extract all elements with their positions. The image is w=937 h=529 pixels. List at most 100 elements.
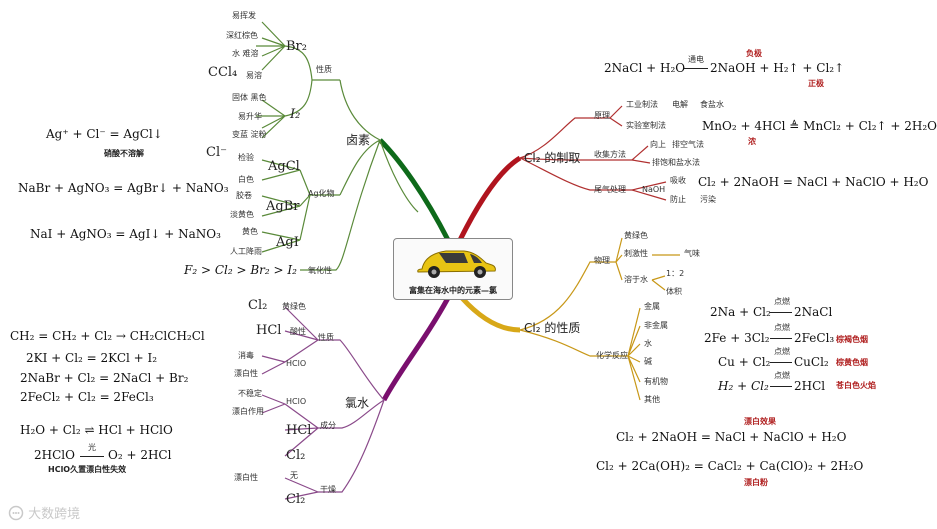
prep-tail-c: 污染 [700,195,716,204]
prop-physical[interactable]: 物理 [594,256,610,265]
water-xingzhi[interactable]: 性质 [318,333,334,342]
water-hclo-a-item-2: 漂白性 [234,369,258,378]
agcl-item-2: 白色 [238,175,254,184]
water-cl2-a[interactable]: Cl₂ [248,298,268,313]
eq-fecl2: 2FeCl₂ + Cl₂ = 2FeCl₃ [20,390,154,404]
water-cl2-c-item-1: 漂白性 [234,473,258,482]
prep-top-eq-left: 2NaCl + H₂O [604,61,686,75]
eq-hclo-left: 2HClO [34,448,75,462]
r3-right: CuCl₂ [794,355,829,369]
eq-agcl: Ag⁺ + Cl⁻ = AgCl↓ [46,127,163,141]
water-ganzao[interactable]: 干燥 [320,485,336,494]
water-hcl-b[interactable]: HCl [286,423,312,438]
prop-smell-label: 刺激性 [624,249,648,258]
halogen-xingzhi[interactable]: 性质 [316,65,332,74]
prop-color: 黄绿色 [624,231,648,240]
r3-cond: 点燃 [774,347,790,356]
oxidizing-order: F₂ > Cl₂ > Br₂ > I₂ [184,263,297,277]
branch-water [381,296,451,402]
prep-industrial-b: 食盐水 [700,100,724,109]
i2-node[interactable]: I₂ [290,107,301,122]
prep-tail-naoh: NaOH [642,185,666,194]
prop-chemical[interactable]: 化学反应 [596,351,628,360]
water-chengfen[interactable]: 成分 [320,421,336,430]
prep-top-eq-right: 2NaOH + H₂↑ + Cl₂↑ [710,61,845,75]
eq-agi: NaI + AgNO₃ = AgI↓ + NaNO₃ [30,227,221,241]
prep-collect-b: 排空气法 [672,140,704,149]
watermark: 大数跨境 [8,503,80,522]
eq-hclo-cond: 光 [88,443,96,452]
branch-prep [457,155,522,242]
i2-item-2: 易升华 [238,112,262,121]
prop-chem-item-2: 非金属 [644,321,668,330]
prep-industrial[interactable]: 工业制法 [626,100,658,109]
agi-node[interactable]: AgI [276,235,299,250]
chat-bubble-icon [8,505,24,521]
r2-cond: 点燃 [774,323,790,332]
agcl-item-1: 检验 [238,153,254,162]
water-cl2-c[interactable]: Cl₂ [286,492,306,507]
mind-map-connectors [256,21,680,500]
branch-prop [460,296,521,333]
center-node[interactable]: 富集在海水中的元素—氯 [393,238,513,300]
prep-collect-c: 排饱和盐水法 [652,158,700,167]
prop-chem-item-1: 金属 [644,302,660,311]
r4-cond: 点燃 [774,371,790,380]
prop-chem-item-4: 碱 [644,357,652,366]
branch-halogen [378,138,451,242]
prep-collect[interactable]: 收集方法 [594,150,626,159]
branch-label-prep[interactable]: Cl₂ 的制取 [524,151,581,165]
r1-cond: 点燃 [774,297,790,306]
prep-tail-eq: Cl₂ + 2NaOH = NaCl + NaClO + H₂O [698,175,929,189]
prop-smell: 气味 [684,249,700,258]
water-cl2-c-item-2: 无 [290,471,298,480]
r2-note: 棕褐色烟 [836,335,868,344]
prep-lab-note: 浓 [748,137,756,146]
eq-water: H₂O + Cl₂ ⇌ HCl + HClO [20,423,173,437]
prep-tail[interactable]: 尾气处理 [594,185,626,194]
prop-chem-item-5: 有机物 [644,377,668,386]
agcl-node[interactable]: AgCl [268,159,300,174]
water-hclo-a-item-1: 消毒 [238,351,254,360]
prep-lab[interactable]: 实验室制法 [626,121,666,130]
eq-agcl-note: 硝酸不溶解 [104,149,144,158]
oxidizing-label[interactable]: 氧化性 [308,266,332,275]
prep-yuanli[interactable]: 原理 [594,111,610,120]
eq-ki: 2KI + Cl₂ = 2KCl + I₂ [26,351,158,365]
prop-chem-item-3: 水 [644,339,652,348]
eq-agbr: NaBr + AgNO₃ = AgBr↓ + NaNO₃ [18,181,229,195]
prep-top-eq-cond: 通电 [688,55,704,64]
ccl4-label: CCl₄ [208,65,238,80]
r1-right: 2NaCl [794,305,833,319]
water-hclo-b[interactable]: HClO [286,397,307,406]
branch-label-prop[interactable]: Cl₂ 的性质 [524,321,581,335]
eq-nabr: 2NaBr + Cl₂ = 2NaCl + Br₂ [20,371,189,385]
r1-arrow [770,312,792,313]
water-hclo-b-item-2: 漂白作用 [232,407,264,416]
br2-item-3: 水 难溶 [232,49,259,58]
water-hclo-a[interactable]: HClO [286,359,307,368]
bleach-note-1: 漂白效果 [744,417,776,426]
br2-item-1: 易挥发 [232,11,256,20]
agbr-node[interactable]: AgBr [266,199,300,214]
water-hcl-a[interactable]: HCl [256,323,282,338]
prop-ratio: 1：2 [666,269,685,278]
r3-note: 棕黄色烟 [836,358,868,367]
br2-node[interactable]: Br₂ [286,39,307,54]
eq-hclo-right: O₂ + 2HCl [108,448,172,462]
bleach-eq-1: Cl₂ + 2NaOH = NaCl + NaClO + H₂O [616,430,847,444]
branch-label-water[interactable]: 氯水 [345,396,370,410]
water-tree [261,306,385,500]
center-title: 富集在海水中的元素—氯 [409,286,497,295]
prep-top-eq-arrow [684,68,708,69]
halogen-tree [256,21,419,271]
prep-neg-electrode: 负极 [746,49,762,58]
car-icon [417,250,496,278]
agi-item-2: 人工降雨 [230,247,262,256]
water-hcl-a-label: 酸性 [290,327,306,336]
branch-label-halogen[interactable]: 卤素 [346,133,371,147]
r1-left: 2Na + Cl₂ [710,305,771,319]
ag-compound-label[interactable]: Ag化物 [308,189,335,198]
prep-tail-a: 吸收 [670,176,686,185]
water-cl2-b[interactable]: Cl₂ [286,448,306,463]
